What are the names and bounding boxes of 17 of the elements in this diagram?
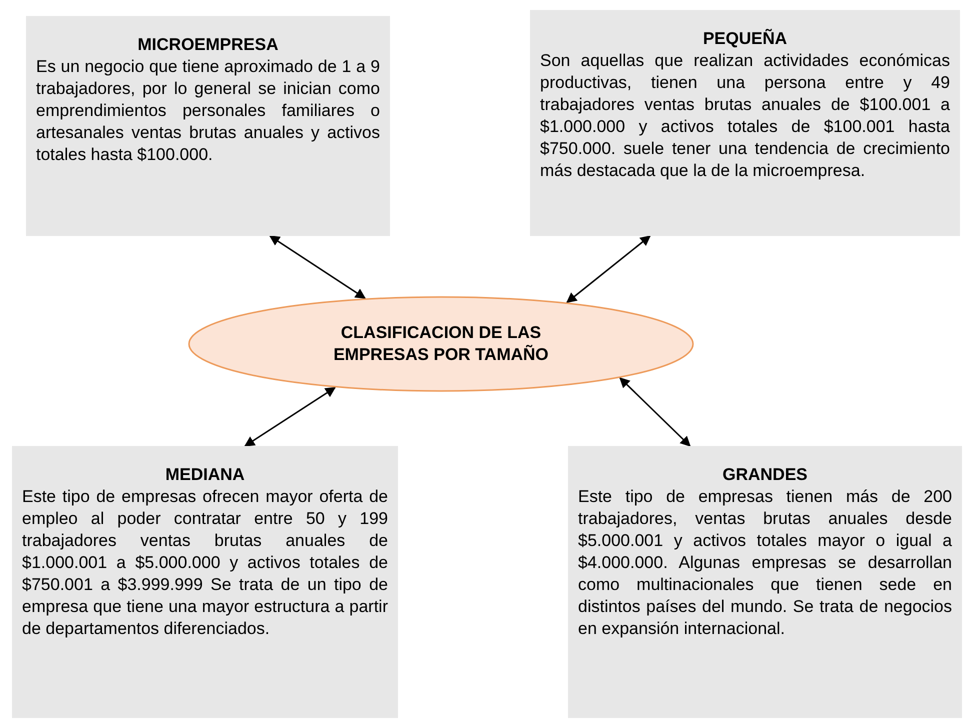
text-card xyxy=(530,10,960,236)
card-heading: MEDIANA xyxy=(164,464,246,486)
card-heading: PEQUEÑA xyxy=(702,28,788,50)
double-arrow xyxy=(244,386,336,447)
text-card xyxy=(26,16,390,236)
card-description: Es un negocio que tiene aproximado de 1 a 9 trabajadores, por lo general se inician como emprendimientos personales familiares o artesanales ventas brutas anuales y activos totales hasta $100.000. xyxy=(36,56,380,166)
double-arrow xyxy=(269,235,366,299)
card-heading: MICROEMPRESA xyxy=(136,34,280,56)
card-description: Son aquellas que realizan actividades económicas productivas, tienen una persona entre y 49 trabajadores ventas brutas anuales de $100.001 a $1.000.000 y activos totales de $100.001 hasta $750.000. suele tener una tendencia de crecimiento más destacada que la de la microempresa. xyxy=(540,50,950,182)
text-card xyxy=(568,446,962,718)
double-arrow xyxy=(566,235,651,304)
central-title: CLASIFICACION DE LAS EMPRESAS POR TAMAÑO xyxy=(332,322,550,366)
card-description: Este tipo de empresas ofrecen mayor oferta de empleo al poder contratar entre 50 y 199 trabajadores ventas brutas anuales de $1.000.001 a $5.000.000 y activos totales de $750.001 a $3.999.999 Se trata de un tipo de empresa que tiene una mayor estructura a partir de departamentos diferenciados. xyxy=(22,486,388,640)
double-arrow xyxy=(619,377,691,447)
text-card xyxy=(12,446,398,718)
card-heading: GRANDES xyxy=(721,464,808,486)
card-description: Este tipo de empresas tienen más de 200 trabajadores, ventas brutas anuales desde $5.000.001 y activos totales mayor o igual a $4.000.000. Algunas empresas se desarrollan como multinacionales que tienen sede en distintos países del mundo. Se trata de negocios en expansión internacional. xyxy=(578,486,952,640)
